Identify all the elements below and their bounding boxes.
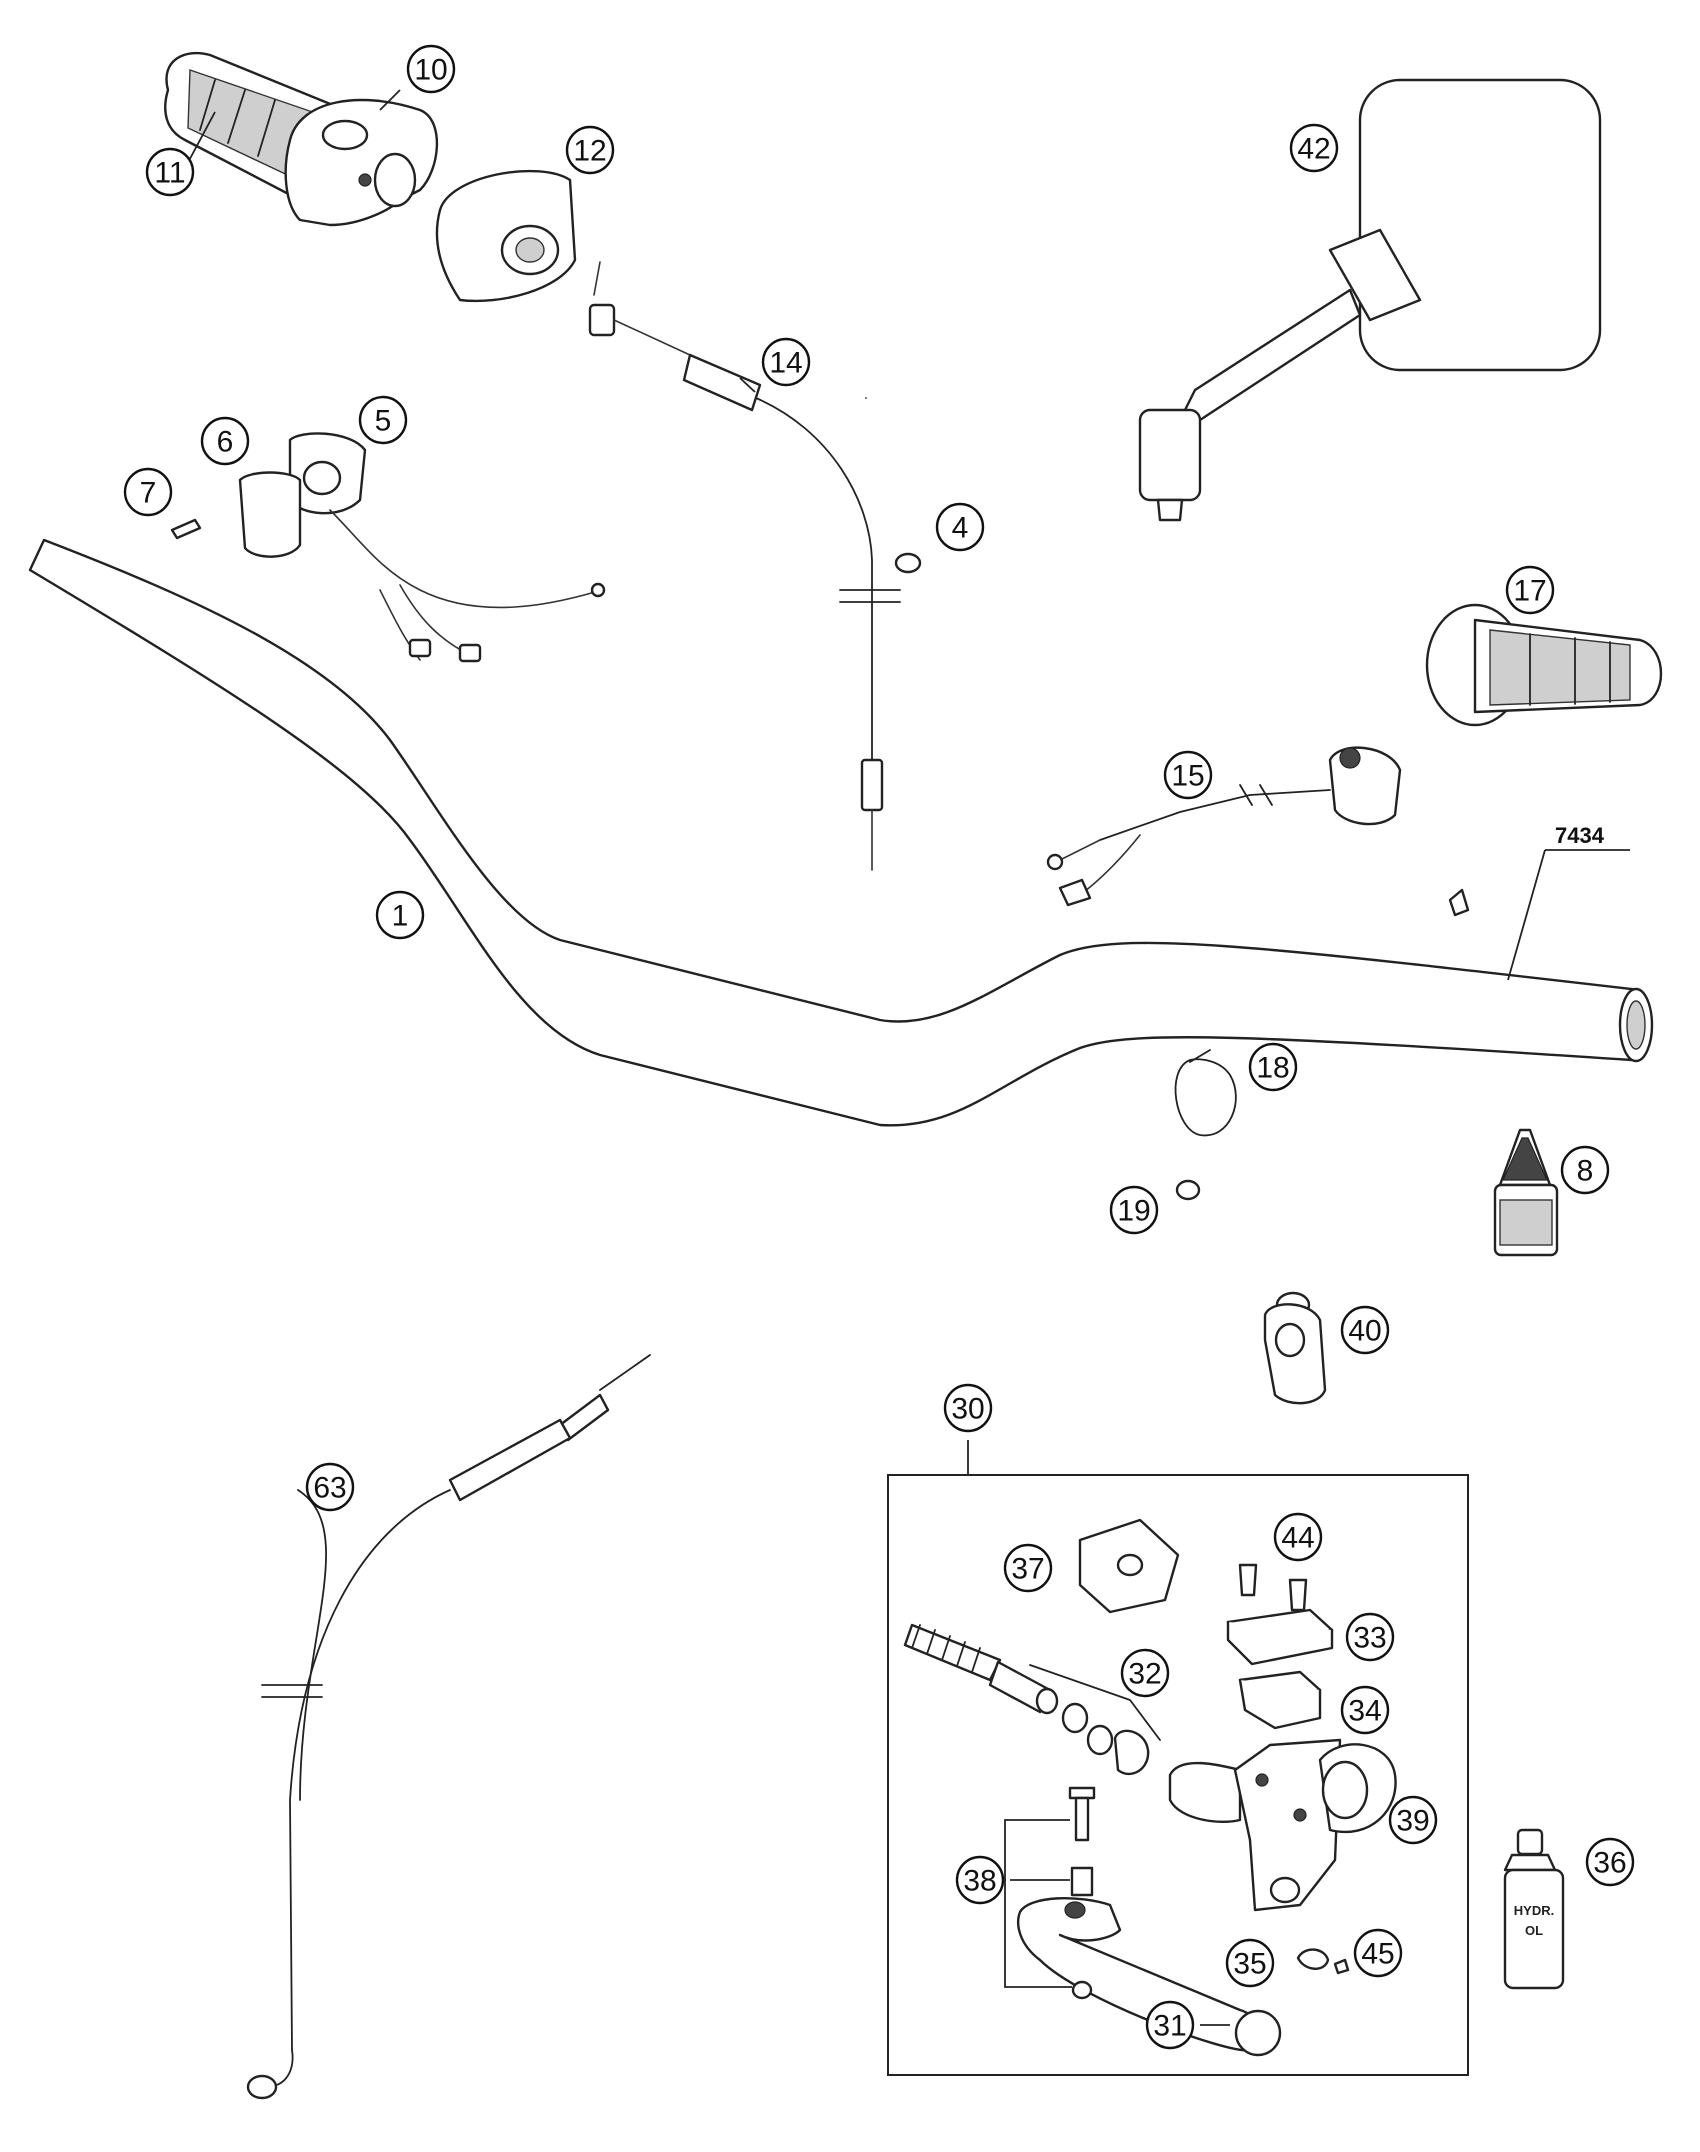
code-label: 7434 [1448, 823, 1630, 981]
callout-8: 8 [1560, 1145, 1610, 1195]
svg-text:42: 42 [1297, 133, 1330, 166]
svg-text:8: 8 [1577, 1155, 1594, 1188]
svg-text:1: 1 [392, 900, 409, 933]
callout-11: 11 [145, 147, 195, 197]
loctite-bottle [1493, 1128, 1559, 1257]
svg-text:18: 18 [1256, 1052, 1289, 1085]
svg-text:11: 11 [154, 157, 185, 190]
svg-text:36: 36 [1593, 1847, 1626, 1880]
callout-18: 18 [1248, 1042, 1298, 1092]
clip-37 [1078, 1518, 1180, 1614]
callout-34: 34 [1340, 1685, 1390, 1735]
master-cylinder-box [887, 1440, 1469, 2076]
svg-text:44: 44 [1281, 1522, 1314, 1555]
callout-32: 32 [1120, 1648, 1170, 1698]
callout-30: 30 [943, 1383, 993, 1433]
callout-12: 12 [565, 125, 615, 175]
svg-text:32: 32 [1128, 1658, 1161, 1691]
svg-text:19: 19 [1117, 1195, 1150, 1228]
throttle-cable [588, 261, 901, 871]
throttle-housing [284, 98, 439, 227]
cable-tie [1174, 1049, 1237, 1137]
callout-37: 37 [1003, 1543, 1053, 1593]
pivot-bolt [1004, 1786, 1096, 2000]
svg-text:5: 5 [375, 405, 392, 438]
svg-text:14: 14 [769, 347, 802, 380]
svg-text:38: 38 [963, 1865, 996, 1898]
callout-7: 7 [123, 467, 173, 517]
svg-text:37: 37 [1011, 1553, 1044, 1586]
svg-text:63: 63 [313, 1472, 346, 1505]
brake-lever [1017, 1897, 1282, 2057]
callout-35: 35 [1225, 1938, 1275, 1988]
start-button-cable [1046, 746, 1402, 907]
clamp-40 [1263, 1291, 1327, 1405]
callout-42: 42 [1289, 123, 1339, 173]
callout-31: 31 [1145, 2000, 1195, 2050]
svg-text:31: 31 [1153, 2010, 1186, 2043]
bottle-label-line2: OL [1525, 1923, 1543, 1938]
mirror [1138, 78, 1602, 522]
callout-6: 6 [200, 416, 250, 466]
callout-63: 63 [305, 1462, 355, 1512]
handlebar [28, 538, 1654, 1127]
svg-text:6: 6 [217, 426, 234, 459]
svg-text:30: 30 [951, 1393, 984, 1426]
callout-5: 5 [358, 395, 408, 445]
callout-36: 36 [1585, 1837, 1635, 1887]
svg-text:7: 7 [140, 477, 157, 510]
callout-15: 15 [1163, 750, 1213, 800]
reservoir-cap [1226, 1608, 1334, 1666]
callout-10: 10 [406, 44, 456, 94]
svg-text:34: 34 [1348, 1695, 1381, 1728]
throttle-cover [435, 169, 577, 303]
svg-text:45: 45 [1361, 1938, 1394, 1971]
callouts: 1 4 5 6 7 8 10 11 [123, 44, 1635, 2050]
callout-14: 14 [761, 337, 811, 387]
screw-7 [170, 518, 202, 540]
screws-44 [1238, 1563, 1308, 1612]
callout-38: 38 [955, 1855, 1005, 1905]
callout-17: 17 [1505, 565, 1555, 615]
clutch-cable [246, 1354, 651, 2100]
callout-45: 45 [1353, 1928, 1403, 1978]
callout-44: 44 [1273, 1512, 1323, 1562]
left-grip [1425, 603, 1663, 727]
svg-text:40: 40 [1348, 1315, 1381, 1348]
svg-text:33: 33 [1353, 1622, 1386, 1655]
reservoir-membrane [1238, 1670, 1322, 1730]
kill-switch [238, 432, 606, 663]
callout-39: 39 [1388, 1795, 1438, 1845]
callout-4: 4 [935, 502, 985, 552]
svg-text:4: 4 [952, 512, 969, 545]
svg-text:15: 15 [1171, 760, 1204, 793]
code-label-text: 7434 [1555, 823, 1605, 848]
svg-text:17: 17 [1513, 575, 1546, 608]
callout-40: 40 [1340, 1305, 1390, 1355]
bottle-label-line1: HYDR. [1514, 1903, 1554, 1918]
nut-19 [1175, 1179, 1201, 1201]
cable-adjuster-nut [894, 552, 922, 574]
small-parts-35-45 [1296, 1948, 1350, 1975]
svg-text:39: 39 [1396, 1805, 1429, 1838]
callout-19: 19 [1109, 1185, 1159, 1235]
svg-text:12: 12 [573, 135, 606, 168]
callout-33: 33 [1345, 1612, 1395, 1662]
callout-1: 1 [375, 890, 425, 940]
hydraulic-oil-bottle: HYDR. OL [1503, 1828, 1565, 1990]
master-cylinder-body [1168, 1738, 1397, 1912]
svg-text:35: 35 [1233, 1948, 1266, 1981]
piston-assembly [903, 1623, 1161, 1776]
svg-text:10: 10 [414, 54, 447, 87]
